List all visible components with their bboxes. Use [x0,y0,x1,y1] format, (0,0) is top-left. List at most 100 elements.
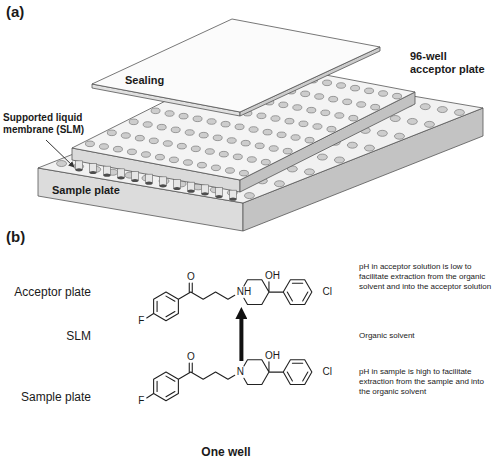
well-opening [185,130,194,136]
well-opening [121,133,130,139]
well-opening [394,133,404,139]
membrane-band: SLMOrganic solvent [97,330,355,342]
well-opening [151,108,160,114]
well-opening [379,91,388,97]
part-letter: (b) [6,228,25,246]
well-opening [225,168,234,174]
well-opening [177,143,186,149]
bond-lines [147,280,312,321]
side-label: Acceptor plate [5,285,91,299]
atom-symbol: OH [265,350,280,362]
well-opening [57,161,67,167]
note-text: pH in sample is high to facilitate extra… [359,367,493,397]
well-opening [257,113,266,119]
well-opening [347,142,357,148]
well-opening [317,154,327,160]
well-opening [285,118,294,124]
well-opening [183,160,192,166]
well-opening [291,135,300,141]
well-opening [241,140,250,146]
well-opening [279,102,288,108]
well-opening [283,148,292,154]
well-opening [157,124,166,130]
well-opening [335,113,344,119]
well-opening [247,157,256,163]
well-opening [127,149,136,155]
well-opening [271,116,280,122]
flow-arrow [239,317,243,361]
well-opening [327,126,336,132]
well-opening [163,141,172,147]
well-opening [129,119,138,125]
part-name: Sealing [125,74,164,87]
well-opening [213,135,222,141]
side-label: SLM [5,329,91,343]
molecule-structure [147,280,312,321]
box-fill [96,258,356,440]
well-opening [269,146,278,152]
membrane-disc [160,184,167,187]
caption-text: One well [96,445,356,459]
well-opening [307,107,316,113]
plate-top-face [92,19,380,112]
part-name: Sample plate [52,184,120,196]
note-text: pH in acceptor solution is low to facili… [359,262,493,292]
membrane-disc [188,190,195,193]
well-opening [165,111,174,117]
acceptor-band: Acceptor platepH in acceptor solution is… [97,259,355,330]
well-opening [235,124,244,130]
part-name: Supported liquid membrane (SLM) [3,112,87,136]
well-opening [233,154,242,160]
atom-symbol: OH [265,270,280,282]
well-opening [85,141,94,147]
atom-symbol: F [138,315,144,327]
well-opening [437,107,447,113]
well-opening [141,152,150,158]
well-opening [191,146,200,152]
well-opening [113,146,122,152]
well-opening [305,137,314,143]
well-opening [179,113,188,119]
well-opening [323,80,332,86]
well-box: One wellAcceptor platepH in acceptor sol… [96,258,356,440]
well-opening [197,162,206,168]
well-opening [301,91,310,97]
box-fill [97,330,355,342]
well-opening [313,124,322,130]
well-opening [219,151,228,157]
well-opening [221,121,230,127]
well-opening [304,169,314,175]
side-label: Sample plate [5,390,91,404]
well-opening [454,109,464,115]
well-opening [377,130,387,136]
atom-symbol: NH [237,286,251,298]
molecule-structure [147,360,312,401]
well-opening [315,94,324,100]
membrane-disc [230,198,237,201]
well-opening [390,116,400,122]
well-opening [407,118,417,124]
leader-line [46,140,74,167]
membrane-disc [118,176,125,179]
well-opening [107,130,116,136]
well-opening [135,135,144,141]
well-opening [357,102,366,108]
well-opening [424,121,434,127]
well-opening [227,138,236,144]
well-opening [211,165,220,171]
note-text: Organic solvent [359,331,493,341]
membrane-disc [216,195,223,198]
well-opening [207,119,216,125]
well-opening [171,127,180,133]
part-letter: (a) [6,3,24,21]
membrane-disc [174,187,181,190]
part-name: 96-well acceptor plate [410,50,490,76]
well-opening [299,121,308,127]
well-opening [371,104,380,110]
well-opening [199,132,208,138]
well-opening [337,83,346,89]
sealing-sheet [92,19,380,116]
well-opening [343,99,352,105]
well-opening [334,157,344,163]
